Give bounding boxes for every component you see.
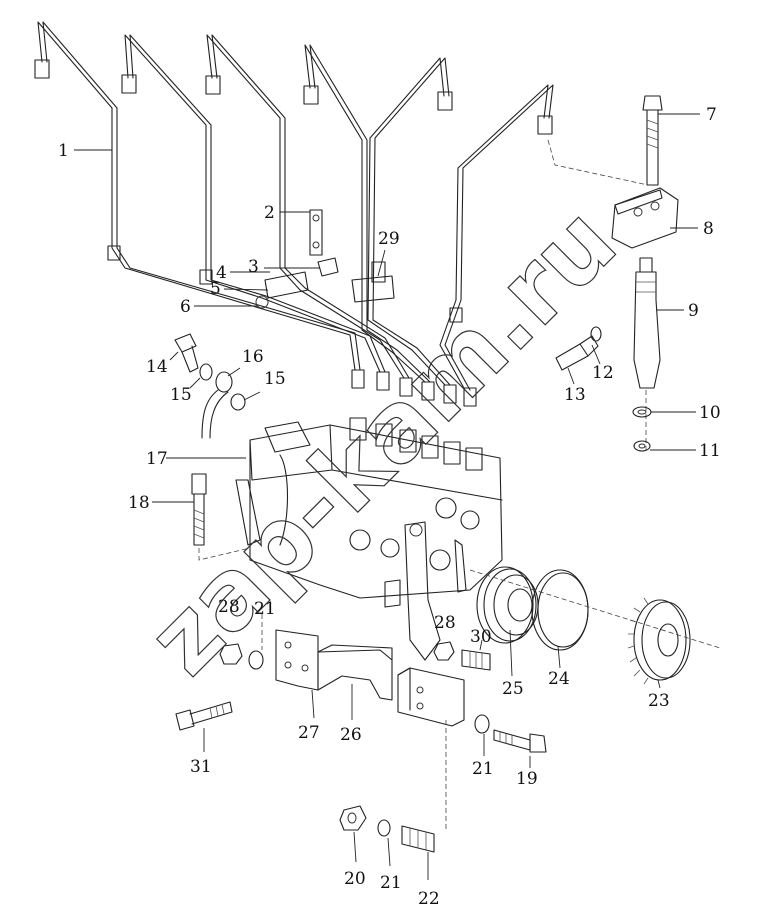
bolt-19 <box>493 729 547 753</box>
washer-21b <box>474 714 490 734</box>
callout-21b: 21 <box>472 759 494 779</box>
leader-lines <box>74 113 700 880</box>
callout-8: 8 <box>703 219 714 239</box>
injection-pump-17 <box>235 417 503 661</box>
washer-10 <box>632 406 652 418</box>
callout-6: 6 <box>180 297 191 317</box>
nut-20 <box>339 805 367 831</box>
callout-17: 17 <box>146 449 168 469</box>
callout-5: 5 <box>210 279 221 299</box>
callout-15b: 15 <box>264 369 286 389</box>
callout-18: 18 <box>128 493 150 513</box>
callout-21a: 21 <box>254 599 276 619</box>
bolt-31 <box>175 701 233 731</box>
callout-1: 1 <box>58 141 69 161</box>
callout-11: 11 <box>699 441 721 461</box>
bolt-18 <box>191 473 251 561</box>
stud-30 <box>461 649 491 671</box>
callout-7: 7 <box>706 105 717 125</box>
callout-14: 14 <box>146 357 168 377</box>
washer-21a <box>248 650 264 670</box>
callout-13: 13 <box>564 385 586 405</box>
callout-28a: 28 <box>218 597 240 617</box>
bracket-lower <box>397 667 465 727</box>
stud-22 <box>401 825 435 853</box>
pipe-clamps <box>255 209 395 309</box>
fuel-hose-16 <box>201 371 233 439</box>
callout-19: 19 <box>516 769 538 789</box>
callout-25: 25 <box>502 679 524 699</box>
callout-15a: 15 <box>170 385 192 405</box>
banjo-bolt-14 <box>174 333 199 373</box>
callout-numbers: 1 2 3 4 5 6 7 8 9 10 11 12 13 14 15 15 1… <box>58 105 721 909</box>
callout-24: 24 <box>548 669 570 689</box>
washer-11 <box>633 440 651 452</box>
callout-31: 31 <box>190 757 212 777</box>
nozzle-bracket <box>547 139 679 249</box>
callout-23: 23 <box>648 691 670 711</box>
washer-15b <box>230 393 246 411</box>
callout-29: 29 <box>378 229 400 249</box>
callout-9: 9 <box>688 301 699 321</box>
callout-20: 20 <box>344 869 366 889</box>
callout-10: 10 <box>699 403 721 423</box>
washer-15a <box>199 363 213 381</box>
bolt-7 <box>642 95 663 186</box>
callout-26: 26 <box>340 725 362 745</box>
injector-9 <box>633 257 661 450</box>
callout-22: 22 <box>418 889 440 909</box>
callout-30: 30 <box>470 627 492 647</box>
callout-16: 16 <box>242 347 264 367</box>
washer-21c <box>377 819 391 837</box>
callout-4: 4 <box>216 263 227 283</box>
banjo-bolt-13 <box>555 326 602 371</box>
nut-28b <box>433 641 455 661</box>
callout-21c: 21 <box>380 873 402 893</box>
callout-3: 3 <box>248 257 259 277</box>
nut-28a <box>219 643 243 665</box>
callout-28b: 28 <box>434 613 456 633</box>
callout-2: 2 <box>264 203 275 223</box>
bracket-27 <box>275 629 319 691</box>
callout-12: 12 <box>592 363 614 383</box>
bracket-26 <box>317 644 393 701</box>
callout-27: 27 <box>298 723 320 743</box>
gear-23 <box>627 597 691 685</box>
